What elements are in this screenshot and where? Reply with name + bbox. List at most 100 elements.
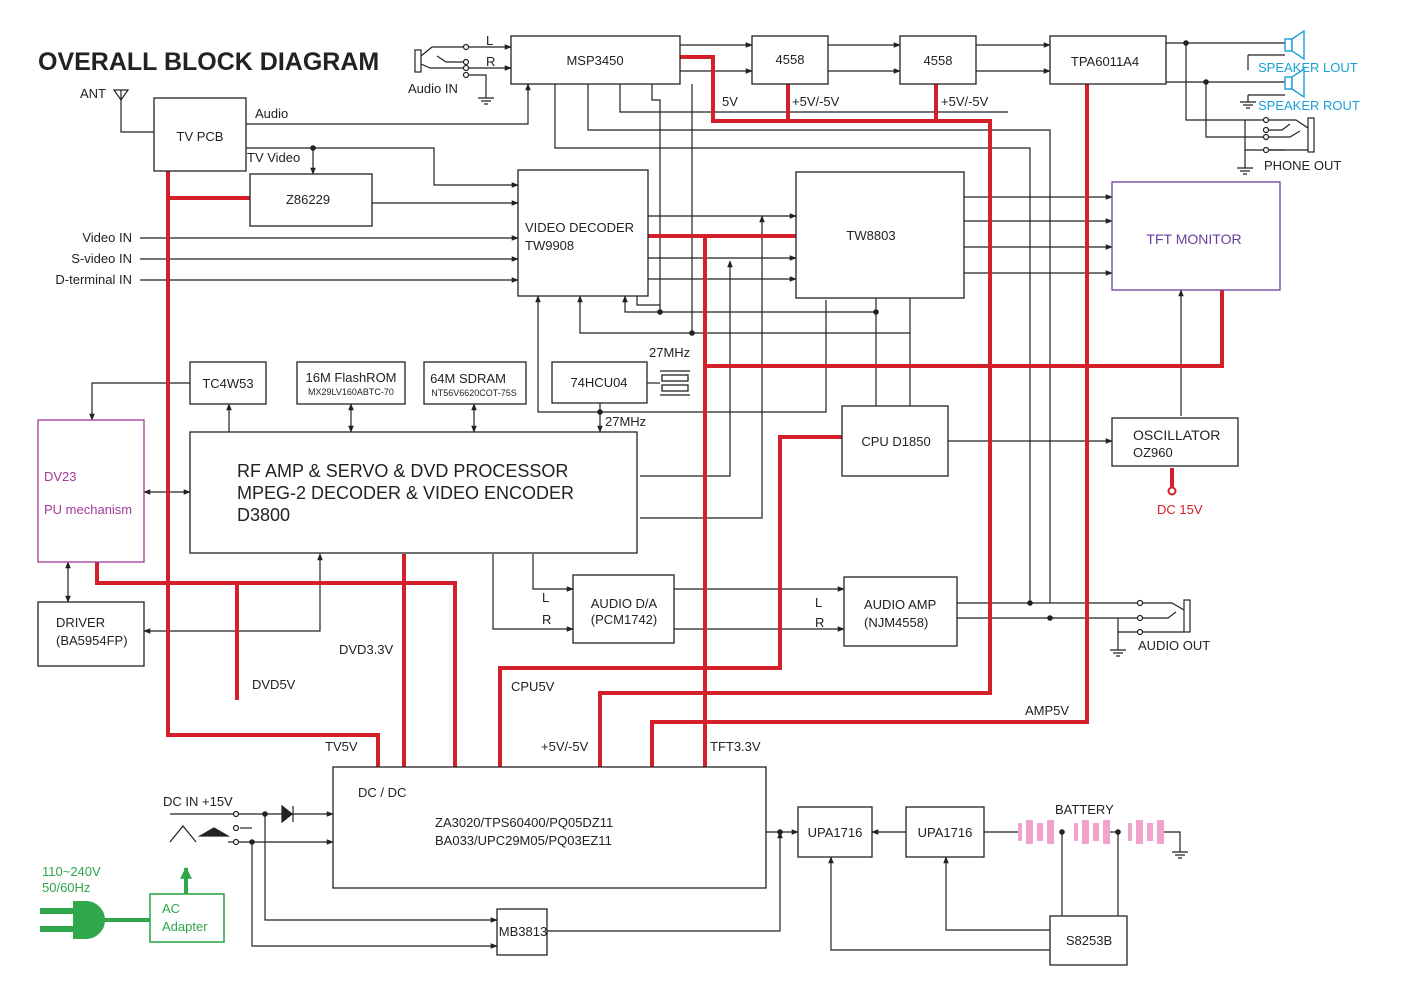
audio-amp-label-1: AUDIO AMP — [864, 597, 936, 612]
flashrom-label-2: MX29LV160ABTC-70 — [308, 387, 394, 397]
audio-da-label-2: (PCM1742) — [591, 612, 657, 627]
rail-cpu5v-label: CPU5V — [511, 679, 555, 694]
audio-da-block — [572, 574, 675, 644]
rail-tv5v-label: TV5V — [325, 739, 358, 754]
video-decoder-block — [517, 169, 649, 297]
phone-out-label: PHONE OUT — [1264, 158, 1341, 173]
rail-dvd5v-label: DVD5V — [252, 677, 296, 692]
speaker-rout-label: SPEAKER ROUT — [1258, 98, 1360, 113]
rail-tft3v3-label: TFT3.3V — [710, 739, 761, 754]
video-decoder-label-1: VIDEO DECODER — [525, 220, 634, 235]
dcdc-label-1: DC / DC — [358, 785, 406, 800]
clk-27mhz-label-a: 27MHz — [649, 345, 690, 360]
audio-out-label: AUDIO OUT — [1138, 638, 1210, 653]
mb3813-block — [496, 908, 548, 956]
tpa6011a4-label: TPA6011A4 — [1071, 54, 1139, 69]
hc04-label: 74HCU04 — [570, 375, 627, 390]
upa1716-a-label: UPA1716 — [808, 825, 863, 840]
tc4w53-label: TC4W53 — [202, 376, 253, 391]
speaker-lout-icon — [1284, 29, 1305, 61]
z86229-block — [249, 173, 373, 227]
tv-pcb-label: TV PCB — [177, 129, 224, 144]
op4558-b-label: 4558 — [924, 53, 953, 68]
ground-icons — [478, 97, 1256, 859]
mb3813-label: MB3813 — [499, 924, 547, 939]
ac-adapter-block — [149, 893, 225, 943]
block-text: MSP3450 4558 4558 TPA6011A4 TV PCB Z8622… — [44, 52, 1242, 948]
mains-label-1: 110~240V — [42, 864, 101, 879]
antenna-icon — [112, 89, 130, 102]
signal-labels: ANT Audio IN L R Audio TV Video Video IN… — [42, 33, 1360, 895]
flashrom-block — [296, 361, 406, 405]
flashrom-label-1: 16M FlashROM — [305, 370, 396, 385]
tft-monitor-block — [1111, 181, 1281, 291]
rail-pm5v-b-label: +5V/-5V — [941, 94, 989, 109]
op4558-block-b — [899, 35, 977, 85]
tc4w53-block — [189, 361, 267, 405]
tv-pcb-block — [153, 97, 247, 172]
ac-adapter-label-1: AC — [162, 901, 180, 916]
audio-out-jack-icon — [1136, 599, 1191, 636]
amp-l-label: L — [815, 595, 822, 610]
dcdc-label-3: BA033/UPC29M05/PQ03EZ11 — [435, 833, 612, 848]
hc04-block — [551, 361, 648, 404]
rail-amp5v-label: AMP5V — [1025, 703, 1069, 718]
dvd-processor-label-3: D3800 — [237, 505, 290, 525]
da-r-label: R — [542, 612, 551, 627]
driver-block — [37, 601, 145, 667]
pu-label-2: PU mechanism — [44, 502, 132, 517]
blocks — [37, 35, 1281, 966]
dc-in-jack-icon — [169, 810, 240, 846]
signal-wires — [65, 42, 1285, 951]
pu-label-1: DV23 — [44, 469, 77, 484]
diagram-title: OVERALL BLOCK DIAGRAM — [38, 48, 379, 76]
speaker-rout-icon — [1284, 67, 1305, 99]
tv-video-label: TV Video — [247, 150, 300, 165]
power-rails — [95, 55, 1224, 767]
upa1716-block-b — [905, 806, 985, 858]
phone-out-jack-icon — [1262, 116, 1315, 154]
audio-amp-label-2: (NJM4558) — [864, 615, 928, 630]
dvd-processor-label-2: MPEG-2 DECODER & VIDEO ENCODER — [237, 483, 574, 503]
speaker-lout-label: SPEAKER LOUT — [1258, 60, 1358, 75]
oscillator-block — [1111, 417, 1239, 467]
rail-dvd3v3-label: DVD3.3V — [339, 642, 394, 657]
oscillator-label-1: OSCILLATOR — [1133, 427, 1220, 443]
video-in-label: Video IN — [82, 230, 132, 245]
tpa6011a4-block — [1049, 35, 1167, 85]
oscillator-label-2: OZ960 — [1133, 445, 1173, 460]
d-terminal-in-label: D-terminal IN — [55, 272, 132, 287]
crystal-icon — [660, 370, 690, 396]
upa1716-block-a — [797, 806, 873, 858]
rail-pm5v-a-label: +5V/-5V — [792, 94, 840, 109]
upa1716-b-label: UPA1716 — [918, 825, 973, 840]
s8253b-block — [1049, 915, 1128, 966]
s-video-in-label: S-video IN — [71, 251, 132, 266]
audio-in-r-label: R — [486, 54, 495, 69]
rail-5v-label: 5V — [722, 94, 738, 109]
pu-mechanism-block — [37, 419, 145, 563]
audio-in-label: Audio IN — [408, 81, 458, 96]
mains-label-2: 50/60Hz — [42, 880, 90, 895]
dcdc-label-2: ZA3020/TPS60400/PQ05DZ11 — [435, 815, 613, 830]
tw8803-block — [795, 171, 965, 299]
tv-audio-label: Audio — [255, 106, 288, 121]
audio-da-label-1: AUDIO D/A — [591, 596, 658, 611]
driver-label-2: (BA5954FP) — [56, 633, 128, 648]
ac-adapter-label-2: Adapter — [162, 919, 208, 934]
rail-pm5v-c-label: +5V/-5V — [541, 739, 589, 754]
audio-in-l-label: L — [486, 33, 493, 48]
msp3450-block — [510, 35, 681, 85]
dvd-processor-label-1: RF AMP & SERVO & DVD PROCESSOR — [237, 461, 568, 481]
amp-r-label: R — [815, 615, 824, 630]
junction-dots — [249, 40, 1209, 845]
cpu-block — [841, 405, 949, 477]
audio-amp-block — [843, 576, 958, 647]
ant-label: ANT — [80, 86, 106, 101]
cpu-label: CPU D1850 — [861, 434, 930, 449]
diode-icon — [281, 804, 294, 824]
sdram-block — [423, 361, 527, 405]
driver-label-1: DRIVER — [56, 615, 105, 630]
ac-plug-icon — [40, 866, 192, 939]
